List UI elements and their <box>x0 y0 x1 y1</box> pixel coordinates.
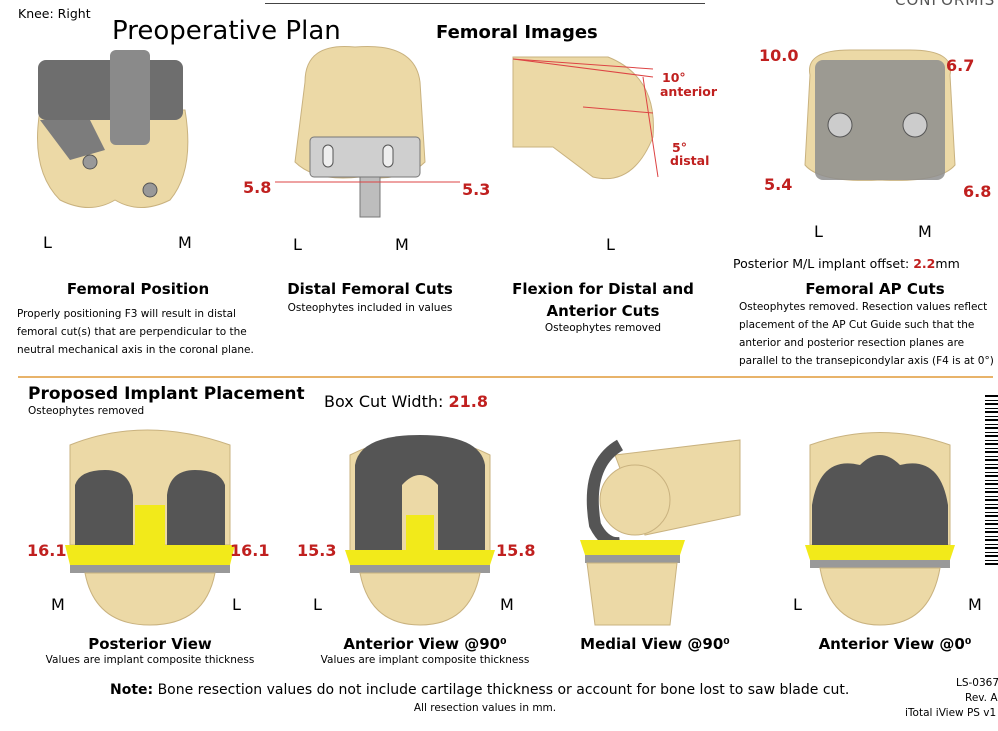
flexion-anterior-word: anterior <box>660 84 717 99</box>
flexion-note: Osteophytes removed <box>544 322 662 334</box>
ap-offset: Posterior M/L implant offset: 2.2mm <box>733 256 960 271</box>
fp-desc-line: femoral cut(s) that are perpendicular to… <box>17 326 247 338</box>
ap-offset-value: 2.2 <box>913 256 936 271</box>
femoral-position-title: Femoral Position <box>66 280 210 298</box>
dc-M: M <box>395 235 409 254</box>
distal-cuts-title: Distal Femoral Cuts <box>287 280 453 298</box>
posterior-right-value: 16.1 <box>230 541 270 560</box>
ap-bottom-right-value: 6.8 <box>963 182 992 201</box>
ant0-L: L <box>793 595 802 614</box>
ap-cuts-desc: Osteophytes removed. Resection values re… <box>739 298 997 370</box>
ap-cuts-title: Femoral AP Cuts <box>805 280 945 298</box>
ant90-L: L <box>313 595 322 614</box>
footer-note: Note: Bone resection values do not inclu… <box>110 682 849 698</box>
ap-cuts-image <box>804 49 956 181</box>
anterior90-view-sub: Values are implant composite thickness <box>320 654 530 666</box>
flexion-anterior-deg: 10° <box>662 70 686 85</box>
brand-logo: CONFORMIS <box>895 0 996 9</box>
flexion-distal-deg: 5° <box>672 140 687 155</box>
posterior-view-title: Posterior View <box>88 635 212 653</box>
ap-top-right-value: 6.7 <box>946 56 975 75</box>
ap-L: L <box>814 222 823 241</box>
doc-rev: Rev. A <box>965 692 998 704</box>
femoral-position-image <box>37 50 189 208</box>
anterior90-left-value: 15.3 <box>297 541 337 560</box>
implant-placement-title: Proposed Implant Placement <box>28 384 305 404</box>
anterior0-view-title: Anterior View @0⁰ <box>818 635 972 653</box>
top-rule <box>265 3 705 4</box>
doc-version: iTotal iView PS v1 <box>905 707 997 719</box>
anterior90-view-image <box>345 435 495 626</box>
anterior90-view-title: Anterior View @90⁰ <box>343 635 507 653</box>
post-M: M <box>51 595 65 614</box>
ant0-M: M <box>968 595 982 614</box>
box-cut-label: Box Cut Width: <box>324 392 444 411</box>
knee-side-label: Knee: Right <box>18 6 91 21</box>
fp-L: L <box>43 233 52 252</box>
footer-note-text: Bone resection values do not include car… <box>153 682 850 698</box>
posterior-view-sub: Values are implant composite thickness <box>45 654 255 666</box>
flexion-image <box>512 56 659 180</box>
page-title: Preoperative Plan <box>112 16 341 46</box>
ap-top-left-value: 10.0 <box>759 46 799 65</box>
ap-desc-line: Osteophytes removed. Resection values re… <box>739 301 988 313</box>
ap-desc-line: placement of the AP Cut Guide such that … <box>739 319 975 331</box>
distal-right-value: 5.3 <box>462 180 491 199</box>
fp-desc-line: Properly positioning F3 will result in d… <box>17 308 236 320</box>
medial90-view-title: Medial View @90⁰ <box>580 635 730 653</box>
distal-left-value: 5.8 <box>243 178 272 197</box>
anterior0-view-image <box>805 432 955 626</box>
fp-desc-line: neutral mechanical axis in the coronal p… <box>17 344 254 356</box>
ap-offset-unit: mm <box>935 256 960 271</box>
flexion-title-2: Anterior Cuts <box>546 302 660 320</box>
implant-placement-note: Osteophytes removed <box>28 405 145 417</box>
ap-M: M <box>918 222 932 241</box>
doc-code: LS-0367 <box>956 677 998 689</box>
ant90-M: M <box>500 595 514 614</box>
distal-cuts-image <box>275 45 460 218</box>
ap-desc-line: anterior and posterior resection planes … <box>739 337 965 349</box>
box-cut: Box Cut Width: 21.8 <box>324 392 488 411</box>
anterior90-right-value: 15.8 <box>496 541 536 560</box>
box-cut-value: 21.8 <box>448 392 488 411</box>
footer-note-sub: All resection values in mm. <box>413 702 557 714</box>
section-divider <box>18 376 993 378</box>
flexion-title-1: Flexion for Distal and <box>512 280 694 298</box>
flex-L: L <box>606 235 615 254</box>
fp-M: M <box>178 233 192 252</box>
footer-note-bold: Note: <box>110 682 154 698</box>
flexion-distal-word: distal <box>670 153 710 168</box>
posterior-view-image <box>65 429 235 626</box>
ap-offset-label: Posterior M/L implant offset: <box>733 256 910 271</box>
femoral-images-title: Femoral Images <box>436 22 598 43</box>
dc-L: L <box>293 235 302 254</box>
posterior-left-value: 16.1 <box>27 541 67 560</box>
barcode <box>985 395 998 565</box>
medial90-view-image <box>580 439 741 626</box>
femoral-position-desc: Properly positioning F3 will result in d… <box>17 305 257 359</box>
post-L: L <box>232 595 241 614</box>
ap-desc-line: parallel to the transepicondylar axis (F… <box>739 355 994 367</box>
ap-bottom-left-value: 5.4 <box>764 175 793 194</box>
distal-cuts-note: Osteophytes included in values <box>287 302 453 314</box>
